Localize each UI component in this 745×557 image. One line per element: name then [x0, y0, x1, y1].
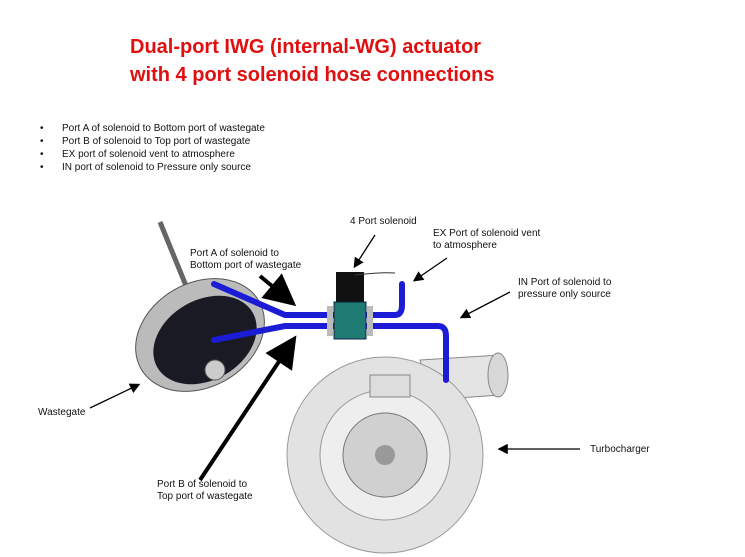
label-line: Top port of wastegate [157, 491, 253, 502]
turbocharger-drawing [286, 352, 509, 554]
diagram-title-line1: Dual-port IWG (internal-WG) actuator [130, 36, 482, 58]
label-line: Port B of solenoid to [157, 479, 248, 490]
bullet-item: •IN port of solenoid to Pressure only so… [40, 162, 251, 173]
bullet-text: IN port of solenoid to Pressure only sou… [62, 162, 251, 173]
bullet-text: Port A of solenoid to Bottom port of was… [62, 123, 265, 134]
label-line: Port A of solenoid to [190, 248, 279, 259]
label-line: to atmosphere [433, 240, 497, 251]
bullet-item: •EX port of solenoid vent to atmosphere [40, 149, 235, 160]
label-4-port-solenoid: 4 Port solenoid [350, 216, 417, 227]
solenoid-drawing [327, 272, 396, 340]
bullet-item: •Port B of solenoid to Top port of waste… [40, 136, 251, 147]
wastegate-drawing [135, 221, 265, 392]
label-line: EX Port of solenoid vent [433, 228, 541, 239]
label-line: Bottom port of wastegate [190, 260, 302, 271]
label-line: IN Port of solenoid to [518, 277, 612, 288]
bullet-text: EX port of solenoid vent to atmosphere [62, 149, 235, 160]
label-wastegate: Wastegate [38, 407, 86, 418]
diagram-title-line2: with 4 port solenoid hose connections [130, 64, 495, 86]
callout-arrows [89, 234, 580, 482]
bullet-text: Port B of solenoid to Top port of wasteg… [62, 136, 251, 147]
label-line: pressure only source [518, 289, 611, 300]
hoses [211, 281, 449, 383]
bullet-item: •Port A of solenoid to Bottom port of wa… [40, 123, 265, 134]
label-turbocharger: Turbocharger [590, 444, 650, 455]
